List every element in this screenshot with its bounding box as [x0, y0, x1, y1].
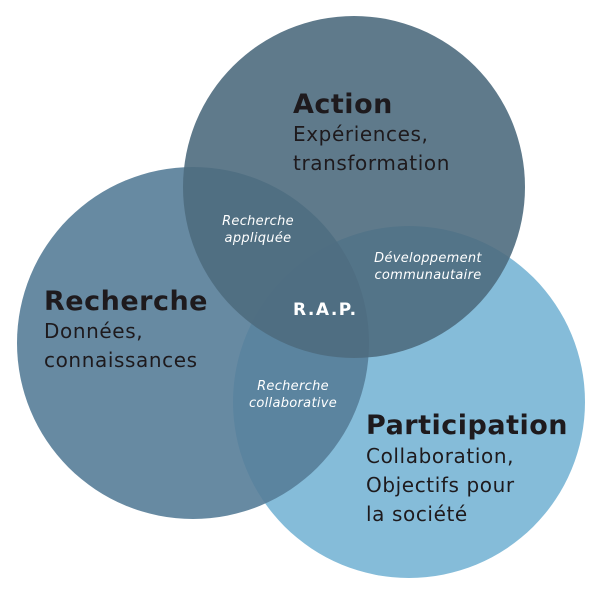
overlap-action-participation-label: Développement communautaire: [362, 250, 494, 284]
action-title: Action: [293, 89, 393, 120]
overlap-line: appliquée: [224, 231, 292, 246]
recherche-desc-line: connaissances: [44, 348, 198, 372]
recherche-title: Recherche: [44, 286, 208, 317]
participation-description: Collaboration, Objectifs pour la société: [366, 442, 515, 529]
overlap-line: Recherche: [222, 214, 294, 229]
action-description: Expériences, transformation: [293, 120, 450, 178]
recherche-description: Données, connaissances: [44, 317, 198, 375]
action-desc-line: Expériences,: [293, 122, 429, 146]
action-circle: [183, 16, 525, 358]
overlap-recherche-participation-label: Recherche collaborative: [238, 378, 348, 412]
overlap-line: communautaire: [374, 268, 482, 283]
overlap-action-recherche-label: Recherche appliquée: [206, 213, 310, 247]
participation-desc-line: la société: [366, 502, 468, 526]
recherche-desc-line: Données,: [44, 319, 144, 343]
overlap-line: collaborative: [248, 396, 338, 411]
action-desc-line: transformation: [293, 151, 451, 175]
center-label: R.A.P.: [293, 300, 358, 320]
overlap-line: Développement: [374, 251, 482, 266]
participation-desc-line: Objectifs pour: [366, 473, 515, 497]
participation-title: Participation: [366, 410, 568, 441]
overlap-line: Recherche: [257, 379, 329, 394]
participation-desc-line: Collaboration,: [366, 444, 515, 468]
